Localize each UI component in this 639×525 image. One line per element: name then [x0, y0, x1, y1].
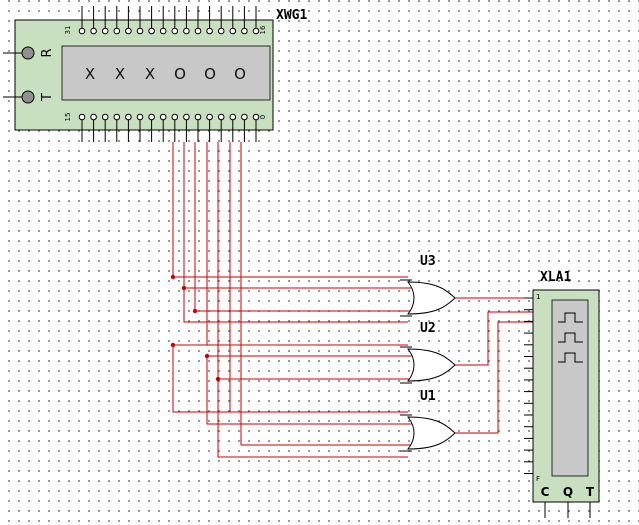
wire — [172, 345, 230, 413]
top-pin-connector[interactable] — [136, 27, 144, 35]
or-gate-u3-label: U3 — [420, 254, 436, 269]
word-generator-top-pins — [78, 6, 260, 35]
bottom-pin-connector[interactable] — [159, 113, 167, 121]
top-pin-connector[interactable] — [206, 27, 213, 35]
pattern-symbol: O — [234, 65, 246, 83]
wire — [217, 379, 408, 458]
bottom-pin-connector[interactable] — [125, 113, 132, 121]
or-gate-u1-symbol[interactable] — [406, 416, 456, 450]
pulse-trace — [558, 312, 583, 323]
pattern-symbol: X — [145, 65, 155, 83]
wires — [170, 142, 533, 458]
bottom-pin-connector[interactable] — [229, 113, 237, 121]
bottom-pin-connector[interactable] — [241, 113, 248, 121]
terminal-t-connector[interactable] — [21, 90, 35, 104]
bottom-pin-connector[interactable] — [136, 113, 144, 121]
logic-analyzer-clock-label: C — [541, 485, 550, 499]
top-pin-connector[interactable] — [241, 27, 248, 35]
wire — [455, 321, 533, 434]
bottom-pin-connector[interactable] — [217, 113, 225, 121]
top-pin-connector[interactable] — [183, 27, 190, 35]
logic-analyzer-xla1[interactable]: XLA1 1 F C Q T — [524, 270, 600, 518]
word-generator-bottom-pins — [78, 113, 260, 142]
top-pin-connector[interactable] — [113, 27, 121, 35]
bottom-pin-label-right: 0 — [259, 115, 267, 119]
bottom-pin-label-left: 15 — [64, 113, 72, 122]
word-generator-display — [61, 45, 271, 101]
wire — [455, 311, 533, 366]
wire — [206, 356, 412, 425]
pattern-symbol: X — [115, 65, 125, 83]
junction-dot — [181, 285, 187, 291]
logic-analyzer-display — [551, 299, 589, 477]
top-pin-connector[interactable] — [252, 27, 260, 35]
logic-analyzer-trigger-label: T — [586, 485, 595, 499]
terminal-r-connector[interactable] — [21, 46, 35, 60]
junction-dot — [170, 342, 176, 348]
top-pin-connector[interactable] — [78, 27, 86, 35]
or-gate-u2-label: U2 — [420, 321, 436, 336]
bottom-pin-connector[interactable] — [194, 113, 202, 121]
pattern-symbol: O — [174, 65, 186, 83]
bottom-pin-connector[interactable] — [148, 113, 155, 121]
or-gate-u2-symbol[interactable] — [406, 348, 456, 382]
or-gate-u1[interactable]: U1 — [406, 389, 456, 450]
top-pin-connector[interactable] — [217, 27, 225, 35]
top-pin-connector[interactable] — [125, 27, 132, 35]
top-pin-connector[interactable] — [229, 27, 237, 35]
top-pin-label-left: 31 — [64, 26, 72, 35]
pulse-trace — [558, 352, 583, 363]
logic-analyzer-last-pin-label: F — [536, 475, 540, 483]
logic-analyzer-qualifier-label: Q — [563, 485, 573, 499]
top-pin-connector[interactable] — [101, 27, 109, 35]
or-gate-u2[interactable]: U2 — [406, 321, 456, 382]
bottom-pin-connector[interactable] — [78, 113, 86, 121]
bottom-pin-connector[interactable] — [90, 113, 97, 121]
logic-analyzer-ref-label: XLA1 — [540, 270, 571, 285]
bottom-pin-connector[interactable] — [183, 113, 190, 121]
or-gate-u3[interactable]: U3 — [406, 254, 456, 315]
bottom-pin-connector[interactable] — [113, 113, 121, 121]
top-pin-connector[interactable] — [90, 27, 97, 35]
junction-dot — [215, 376, 221, 382]
top-pin-connector[interactable] — [171, 27, 179, 35]
logic-analyzer-input-pins — [524, 297, 533, 474]
or-gate-u3-symbol[interactable] — [406, 281, 456, 315]
top-pin-connector[interactable] — [148, 27, 155, 35]
bottom-pin-connector[interactable] — [206, 113, 213, 121]
pulse-trace — [558, 332, 583, 343]
top-pin-connector[interactable] — [194, 27, 202, 35]
top-pin-label-right: 16 — [259, 25, 267, 34]
pattern-symbol: X — [85, 65, 95, 83]
top-pin-connector[interactable] — [159, 27, 167, 35]
bottom-pin-connector[interactable] — [252, 113, 260, 121]
wire — [183, 288, 408, 323]
bottom-pin-connector[interactable] — [171, 113, 179, 121]
junction-dot — [170, 274, 176, 280]
pulse-waveform-icon — [558, 312, 583, 363]
bottom-pin-connector[interactable] — [101, 113, 109, 121]
or-gate-u1-label: U1 — [420, 389, 436, 404]
junction-dot — [204, 353, 210, 359]
logic-analyzer-first-pin-label: 1 — [536, 293, 540, 301]
terminal-t-label: T — [40, 93, 55, 102]
pattern-symbol: O — [204, 65, 216, 83]
junction-dot — [192, 308, 198, 314]
terminal-r-label: R — [40, 48, 55, 57]
word-generator-ref-label: XWG1 — [276, 8, 307, 23]
